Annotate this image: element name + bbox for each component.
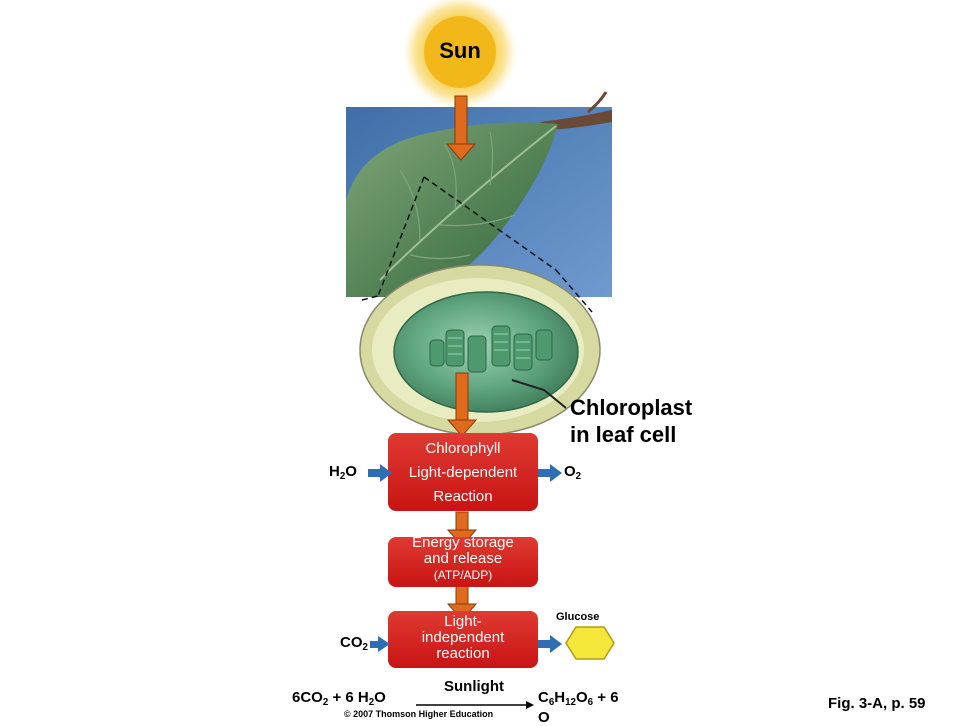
water-o: O [345,463,357,480]
atp-adp-label: (ATP/ADP) [433,568,493,582]
eq-co2-sub: 2 [322,697,329,708]
reaction2-label: reaction [436,645,490,662]
chloroplast-label-line2: in leaf cell [570,422,677,447]
oxygen-o: O [564,463,576,480]
eq-o2: O [575,689,588,706]
equation-right-overflow: O [538,709,550,726]
light-dependent-box [388,433,538,511]
co2-input-arrow [370,636,390,652]
energy-storage-label: Energy storage [412,534,514,551]
light-dependent-label: Light-dependent [408,464,518,481]
sun-label: Sun [439,38,481,63]
chloroplast-cell-image [359,264,601,436]
sunlight-label: Sunlight [444,678,504,695]
eq-6h: + 6 H [328,689,369,706]
water-label: H2O [329,463,357,482]
copyright-label: © 2007 Thomson Higher Education [344,709,494,719]
light-hyphen-label: Light- [444,613,482,630]
oxygen-output-arrow [538,464,562,482]
energy-storage-box [388,537,538,587]
eq-h2-sub: 2 [368,697,375,708]
chloroplast-to-reaction-arrow [446,372,478,437]
independent-label: independent [421,629,505,646]
eq-h-sub: 12 [565,697,576,708]
chlorophyll-label: Chlorophyll [425,440,501,457]
co2-sub: 2 [362,642,368,653]
eq-o: O [374,689,386,706]
light-dependent-box-text: Chlorophyll Light-dependent Reaction [388,437,538,509]
light-independent-box [388,611,538,668]
equation-arrow [416,701,534,709]
reaction-label: Reaction [433,488,493,505]
glucose-label: Glucose [556,611,600,623]
sun-to-leaf-arrow [445,95,477,161]
eq-plus6: + 6 [593,689,619,706]
oxygen-label: O2 [564,463,581,482]
co2-label: CO2 [340,634,368,653]
light-independent-box-text: Light- independent reaction [388,614,538,662]
eq-o-sub: 6 [587,697,594,708]
energy-storage-box-text: Energy storage and release (ATP/ADP) [388,535,538,583]
equation-right: C6H12O6 + 6 [538,689,619,708]
eq-c-sub: 6 [548,697,555,708]
equation-left: 6CO2 + 6 H2O [292,689,386,708]
water-h: H [329,463,340,480]
eq-c: C [538,689,549,706]
water-sub: 2 [339,471,346,482]
figure-caption: Fig. 3-A, p. 59 [828,695,926,712]
glucose-hexagon-icon [565,626,615,660]
eq-h: H [554,689,566,706]
co2-co: CO [340,634,363,651]
chloroplast-label-line1: Chloroplast [570,395,693,420]
chloroplast-label: Chloroplast in leaf cell [570,394,692,448]
and-release-label: and release [423,550,503,567]
sun-icon [402,0,518,110]
glucose-output-arrow [538,635,562,653]
water-input-arrow [368,464,392,482]
eq-6co: 6CO [292,689,323,706]
oxygen-sub: 2 [575,471,582,482]
